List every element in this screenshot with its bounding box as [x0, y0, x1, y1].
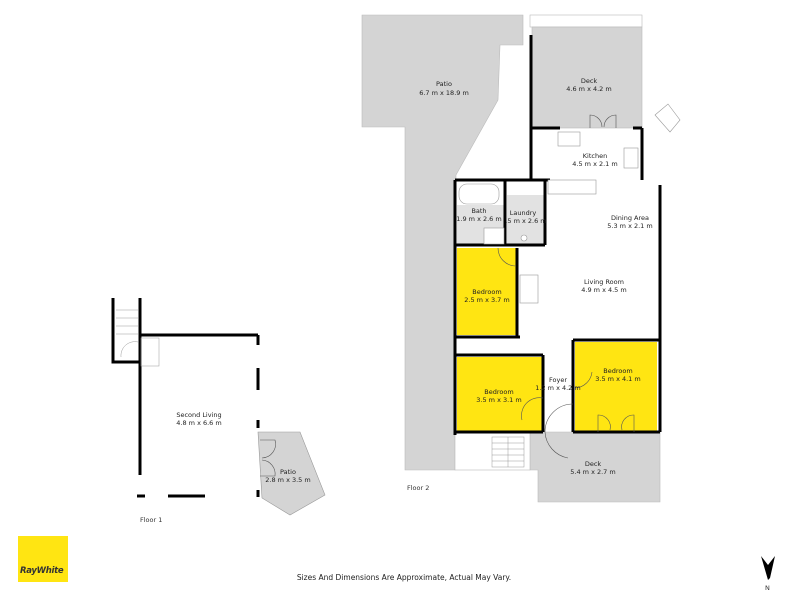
svg-text:4.5 m x 2.1 m: 4.5 m x 2.1 m — [572, 160, 617, 168]
svg-text:4.9 m x 4.5 m: 4.9 m x 4.5 m — [581, 286, 626, 294]
svg-text:Bedroom: Bedroom — [603, 367, 632, 375]
svg-text:Bath: Bath — [471, 207, 486, 215]
stairs-floor1 — [116, 309, 160, 367]
svg-text:Deck: Deck — [581, 77, 598, 85]
svg-text:1.9 m x 2.6 m: 1.9 m x 2.6 m — [456, 215, 501, 223]
north-arrow-icon — [761, 556, 775, 580]
svg-text:3.5 m x 3.1 m: 3.5 m x 3.1 m — [476, 396, 521, 404]
svg-text:5.3 m x 2.1 m: 5.3 m x 2.1 m — [607, 222, 652, 230]
walls-floor2 — [453, 35, 662, 435]
doors-floor2 — [497, 114, 635, 459]
svg-text:Bedroom: Bedroom — [484, 388, 513, 396]
svg-text:Kitchen: Kitchen — [583, 152, 607, 160]
svg-text:2.5 m x 3.7 m: 2.5 m x 3.7 m — [464, 296, 509, 304]
svg-text:4.8 m x 6.6 m: 4.8 m x 6.6 m — [176, 419, 221, 427]
entry-landing — [454, 431, 531, 471]
svg-text:2.8 m x 3.5 m: 2.8 m x 3.5 m — [265, 476, 310, 484]
patio-floor1-area — [257, 431, 326, 516]
svg-text:Foyer: Foyer — [549, 376, 567, 384]
svg-text:Patio: Patio — [436, 80, 452, 88]
patio-area — [361, 14, 524, 471]
deck-top — [531, 26, 643, 129]
svg-text:Bedroom: Bedroom — [472, 288, 501, 296]
svg-text:Deck: Deck — [585, 460, 602, 468]
svg-text:3.5 m x 4.1 m: 3.5 m x 4.1 m — [595, 375, 640, 383]
bedroom-1-fill — [457, 248, 517, 335]
deck-strip — [529, 14, 643, 28]
doors-floor1 — [260, 439, 276, 477]
svg-text:5.4 m x 2.7 m: 5.4 m x 2.7 m — [570, 468, 615, 476]
svg-text:6.7 m x 18.9 m: 6.7 m x 18.9 m — [419, 89, 469, 97]
room-label-laundry: Laundry.5 m x 2.6 m — [505, 209, 546, 225]
disclaimer: Sizes And Dimensions Are Approximate, Ac… — [297, 573, 511, 582]
svg-text:Second Living: Second Living — [176, 411, 221, 419]
svg-text:Laundry: Laundry — [510, 209, 537, 217]
svg-text:.5 m x 2.6 m: .5 m x 2.6 m — [505, 217, 546, 225]
svg-text:Patio: Patio — [280, 468, 296, 476]
floor-2-label: Floor 2 — [407, 484, 429, 492]
fixtures-floor2 — [458, 103, 681, 304]
svg-text:Dining Area: Dining Area — [611, 214, 649, 222]
stairs-entry — [491, 436, 525, 468]
walls-floor1 — [111, 298, 260, 498]
svg-text:Living Room: Living Room — [584, 278, 624, 286]
floor-1-label: Floor 1 — [140, 516, 162, 524]
raywhite-logo: RayWhite — [18, 536, 68, 582]
svg-text:1.2 m x 4.2 m: 1.2 m x 4.2 m — [535, 384, 580, 392]
bedroom-2-fill — [457, 357, 543, 432]
bedroom-3-fill — [575, 342, 657, 432]
north-label: N — [765, 584, 770, 592]
svg-text:4.6 m x 4.2 m: 4.6 m x 4.2 m — [566, 85, 611, 93]
